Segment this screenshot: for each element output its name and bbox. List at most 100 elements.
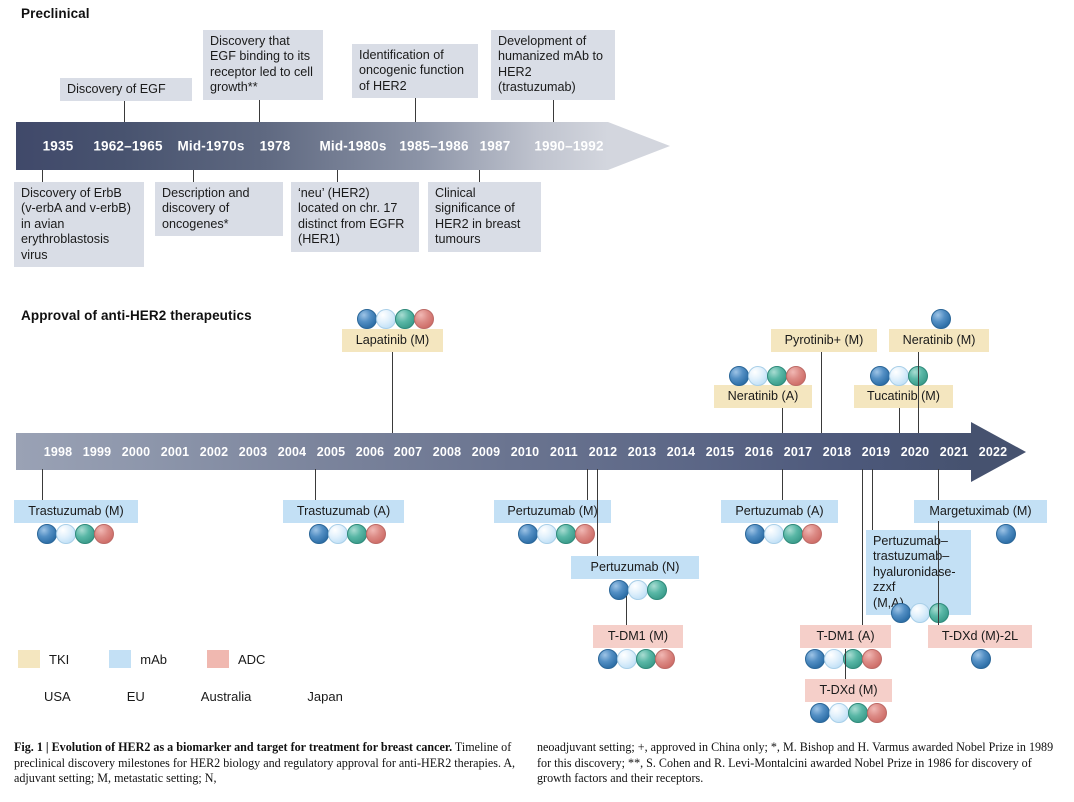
approval-box-t-dxd-m-2l[interactable]: T-DXd (M)-2L (928, 625, 1032, 649)
region-dot-aus (395, 309, 415, 329)
approval-connector (821, 344, 822, 433)
approval-circles-t-dxd-m (810, 703, 887, 723)
preclinical-year-6: 1987 (479, 138, 511, 154)
region-dot-usa (996, 524, 1016, 544)
approval-box-neratinib-m[interactable]: Neratinib (M) (889, 329, 989, 353)
approvals-year-8: 2006 (355, 444, 385, 459)
approvals-year-2: 2000 (121, 444, 151, 459)
caption-left-body: Timeline of preclinical discovery milest… (14, 740, 516, 786)
approval-box-pertuzumab-m[interactable]: Pertuzumab (M) (494, 500, 611, 524)
approval-box-tucatinib-m[interactable]: Tucatinib (M) (854, 385, 953, 409)
approval-box-trastuzumab-a[interactable]: Trastuzumab (A) (283, 500, 404, 524)
region-dot-aus (647, 580, 667, 600)
approval-connector (587, 469, 588, 500)
region-dot-eu (537, 524, 557, 544)
approval-box-t-dxd-m[interactable]: T-DXd (M) (805, 679, 892, 703)
approvals-year-10: 2008 (432, 444, 462, 459)
preclinical-year-2: Mid-1970s (177, 138, 245, 154)
preclinical-milestone-box: ‘neu’ (HER2) located on chr. 17 distinct… (291, 182, 419, 252)
preclinical-milestone-box: Discovery of EGF (60, 78, 192, 102)
preclinical-year-4: Mid-1980s (319, 138, 387, 154)
approvals-year-22: 2020 (900, 444, 930, 459)
approval-circles-t-dm1-a (805, 649, 882, 669)
approval-connector (315, 469, 316, 500)
region-dot-usa (891, 603, 911, 623)
region-dot-usa (729, 366, 749, 386)
region-dot-usa (518, 524, 538, 544)
approval-connector (872, 469, 873, 530)
legend-label-mab: mAb (140, 651, 167, 667)
approval-connector (918, 344, 919, 433)
caption-left-column: Fig. 1 | Evolution of HER2 as a biomarke… (14, 740, 526, 787)
approvals-year-13: 2011 (550, 444, 578, 459)
region-dot-eu (829, 703, 849, 723)
preclinical-connector (193, 170, 194, 182)
region-dot-usa (810, 703, 830, 723)
approvals-year-12: 2010 (510, 444, 540, 459)
region-dot-aus (843, 649, 863, 669)
approval-box-margetuximab-m[interactable]: Margetuximab (M) (914, 500, 1047, 524)
preclinical-connector (415, 98, 416, 122)
approvals-year-19: 2017 (783, 444, 813, 459)
region-dot-jpn (786, 366, 806, 386)
section-title-preclinical: Preclinical (21, 6, 90, 21)
approvals-year-20: 2018 (822, 444, 852, 459)
region-dot-jpn (867, 703, 887, 723)
legend-item-usa: USA (18, 688, 71, 705)
approval-box-t-dm1-a[interactable]: T-DM1 (A) (800, 625, 891, 649)
legend-item-aus: Australia (175, 688, 252, 705)
legend-swatch-tki (18, 650, 40, 668)
preclinical-year-3: 1978 (259, 138, 291, 154)
approvals-year-18: 2016 (744, 444, 774, 459)
preclinical-connector (337, 170, 338, 182)
legend-item-tki: TKI (18, 650, 69, 668)
region-dot-aus (767, 366, 787, 386)
preclinical-milestone-box: Discovery of ErbB (v-erbA and v-erbB) in… (14, 182, 144, 268)
region-dot-usa (805, 649, 825, 669)
approval-box-neratinib-a[interactable]: Neratinib (A) (714, 385, 812, 409)
section-title-approvals: Approval of anti-HER2 therapeutics (21, 308, 252, 323)
region-dot-usa (309, 524, 329, 544)
approval-box-pertuzumab-trastuzumab-hyaluronidase-zzxf[interactable]: Pertuzumab–trastuzumab–hyaluronidase-zzx… (866, 530, 971, 616)
approval-connector (597, 469, 598, 556)
approval-box-pyrotinib-plus-m[interactable]: Pyrotinib+ (M) (771, 329, 877, 353)
approvals-year-1: 1999 (82, 444, 112, 459)
approval-connector (938, 521, 939, 625)
legend-swatch-mab (109, 650, 132, 668)
approval-box-t-dm1-m[interactable]: T-DM1 (M) (593, 625, 683, 649)
legend-dot-aus (175, 688, 192, 705)
approval-connector (862, 469, 863, 625)
legend-item-mab: mAb (109, 650, 167, 668)
approval-box-trastuzumab-m[interactable]: Trastuzumab (M) (14, 500, 138, 524)
approvals-year-24: 2022 (978, 444, 1008, 459)
region-dot-eu (824, 649, 844, 669)
approvals-year-6: 2004 (277, 444, 307, 459)
approval-circles-neratinib-m (931, 309, 951, 329)
preclinical-milestone-box: Description and discovery of oncogenes* (155, 182, 283, 237)
region-dot-aus (783, 524, 803, 544)
caption-title: Fig. 1 | Evolution of HER2 as a biomarke… (14, 740, 453, 754)
approval-circles-pertuzumab-m (518, 524, 595, 544)
region-dot-aus (556, 524, 576, 544)
region-dot-usa (870, 366, 890, 386)
region-dot-jpn (862, 649, 882, 669)
approval-connector (782, 400, 783, 433)
approvals-year-16: 2014 (666, 444, 696, 459)
preclinical-year-5: 1985–1986 (399, 138, 469, 154)
approval-circles-trastuzumab-a (309, 524, 386, 544)
region-dot-aus (636, 649, 656, 669)
approval-box-pertuzumab-n[interactable]: Pertuzumab (N) (571, 556, 699, 580)
approval-circles-tucatinib-m (870, 366, 928, 386)
approval-circles-pertuzumab-trastuzumab-hyaluronidase-zzxf (891, 603, 949, 623)
approval-box-lapatinib-m[interactable]: Lapatinib (M) (342, 329, 443, 353)
region-dot-usa (37, 524, 57, 544)
preclinical-year-7: 1990–1992 (534, 138, 604, 154)
region-dot-aus (75, 524, 95, 544)
approval-box-pertuzumab-a[interactable]: Pertuzumab (A) (721, 500, 838, 524)
legend-item-eu: EU (101, 688, 145, 705)
approvals-year-0: 1998 (43, 444, 73, 459)
